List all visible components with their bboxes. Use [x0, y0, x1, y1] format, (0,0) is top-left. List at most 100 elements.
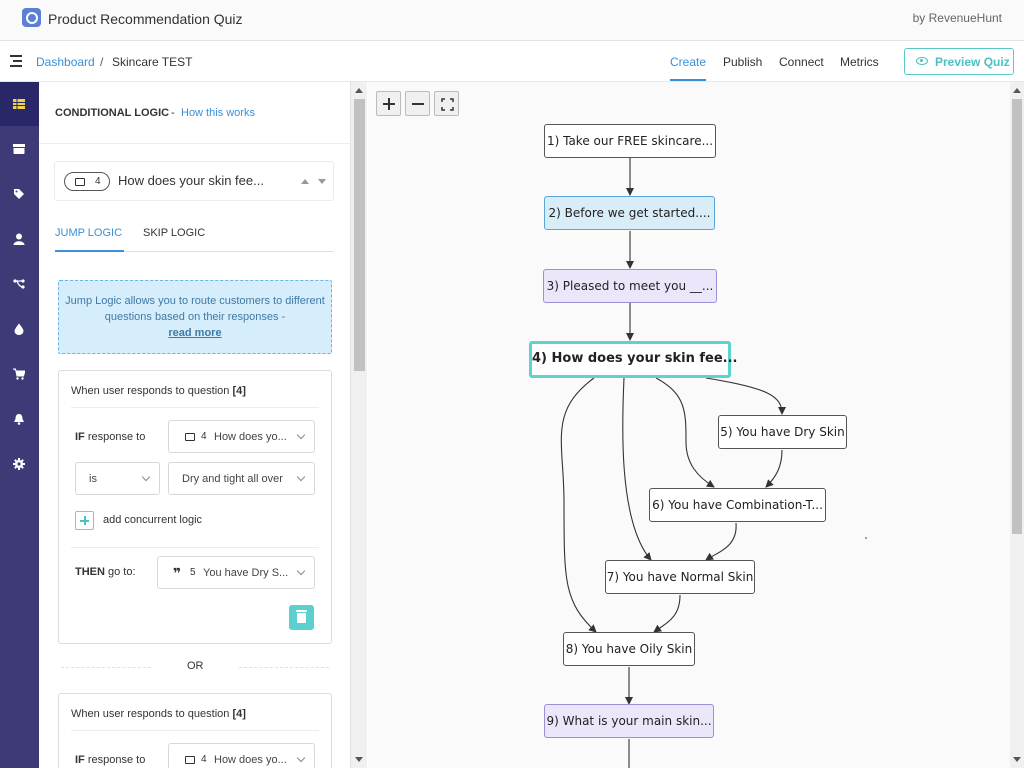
image-icon: [75, 178, 85, 186]
question-badge-number: 4: [95, 176, 101, 187]
flow-canvas[interactable]: 1) Take our FREE skincare... 2) Before w…: [368, 82, 1010, 768]
tab-create[interactable]: Create: [670, 55, 707, 81]
if-question-select[interactable]: 4 How does yo...: [168, 743, 315, 768]
flow-node-8[interactable]: 8) You have Oily Skin: [563, 632, 695, 666]
rule-heading: When user responds to question [4]: [71, 385, 246, 397]
sub-bar: Dashboard / Skincare TEST Create Publish…: [0, 41, 1024, 82]
rail-item-grid[interactable]: [0, 82, 39, 126]
or-line-right: [239, 667, 329, 668]
add-concurrent-logic-label[interactable]: add concurrent logic: [103, 514, 203, 526]
panel-scroll-thumb[interactable]: [354, 99, 365, 371]
rule-heading-text: When user responds to question: [71, 385, 230, 397]
how-this-works-link[interactable]: How this works: [181, 107, 255, 119]
next-question-icon[interactable]: [318, 179, 326, 184]
tabs-divider: [55, 251, 334, 252]
grid-icon: [13, 99, 25, 109]
question-selector[interactable]: 4 How does your skin fee...: [54, 161, 334, 201]
then-rest: go to:: [104, 566, 136, 578]
scroll-down-icon[interactable]: [355, 757, 363, 762]
fit-view-button[interactable]: [434, 91, 459, 116]
box-icon: [13, 144, 25, 154]
rule-heading-question-number: [4]: [232, 385, 246, 397]
if-question-select[interactable]: 4 How does yo...: [168, 420, 315, 453]
flow-node-2[interactable]: 2) Before we get started....: [544, 196, 715, 230]
rail-item-cart[interactable]: [0, 352, 39, 396]
info-text: Jump Logic allows you to route customers…: [65, 295, 325, 323]
jump-logic-info-box: Jump Logic allows you to route customers…: [58, 280, 332, 354]
edge-5-6: [765, 449, 783, 488]
chevron-down-icon: [141, 472, 151, 482]
then-label: THEN go to:: [75, 566, 136, 578]
if-rest: response to: [84, 431, 146, 443]
rail-item-bell[interactable]: [0, 397, 39, 441]
flow-node-6[interactable]: 6) You have Combination-T...: [649, 488, 826, 522]
or-line-left: [61, 667, 151, 668]
chevron-down-icon: [296, 753, 306, 763]
add-concurrent-logic-button[interactable]: [75, 511, 94, 530]
delete-rule-button[interactable]: [289, 605, 314, 630]
breadcrumb-dashboard[interactable]: Dashboard: [36, 55, 95, 69]
edge-4-5: [705, 377, 786, 415]
rail-item-flow[interactable]: [0, 262, 39, 306]
menu-toggle-icon[interactable]: [10, 55, 22, 67]
tag-icon: [14, 189, 24, 199]
panel-scrollbar[interactable]: [350, 82, 367, 768]
then-target-number: 5: [190, 567, 196, 578]
tab-connect[interactable]: Connect: [779, 55, 824, 69]
question-selector-text: How does your skin fee...: [118, 173, 264, 188]
tab-metrics[interactable]: Metrics: [840, 55, 879, 69]
then-target-select[interactable]: ❞ 5 You have Dry S...: [157, 556, 315, 589]
rail-item-box[interactable]: [0, 127, 39, 171]
scroll-up-icon[interactable]: [1013, 88, 1021, 93]
tab-publish[interactable]: Publish: [723, 55, 763, 69]
image-icon: [185, 433, 195, 441]
active-tab-underline: [55, 250, 124, 252]
or-divider: OR: [61, 660, 329, 674]
scroll-down-icon[interactable]: [1013, 757, 1021, 762]
flow-node-1[interactable]: 1) Take our FREE skincare...: [544, 124, 716, 158]
rail-item-user[interactable]: [0, 217, 39, 261]
canvas-scroll-thumb[interactable]: [1012, 99, 1022, 534]
panel-header: CONDITIONAL LOGIC - How this works: [39, 82, 350, 144]
app-logo: [22, 8, 41, 27]
or-label: OR: [187, 660, 204, 672]
canvas-dot: [865, 537, 867, 539]
flow-edges: [560, 158, 867, 768]
user-icon: [13, 233, 25, 245]
preview-quiz-button[interactable]: Preview Quiz: [904, 48, 1014, 75]
rail-item-tag[interactable]: [0, 172, 39, 216]
scroll-up-icon[interactable]: [355, 88, 363, 93]
rule-divider: [71, 407, 319, 408]
rail-item-drop[interactable]: [0, 307, 39, 351]
read-more-link[interactable]: read more: [168, 327, 222, 339]
chevron-down-icon: [296, 430, 306, 440]
preview-quiz-label: Preview Quiz: [935, 55, 1010, 69]
zoom-in-button[interactable]: [376, 91, 401, 116]
rule-divider: [71, 547, 319, 548]
edge-4-6: [655, 377, 715, 488]
chevron-down-icon: [296, 472, 306, 482]
if-question-text: How does yo...: [214, 754, 287, 766]
rule-heading: When user responds to question [4]: [71, 708, 246, 720]
if-keyword: IF: [75, 431, 85, 443]
panel-title: CONDITIONAL LOGIC: [55, 107, 170, 119]
edge-4-8: [560, 377, 597, 633]
app-title: Product Recommendation Quiz: [48, 11, 243, 27]
rail-item-settings[interactable]: [0, 442, 39, 486]
flow-node-5[interactable]: 5) You have Dry Skin: [718, 415, 847, 449]
operator-select[interactable]: is: [75, 462, 160, 495]
image-icon: [185, 756, 195, 764]
flow-node-3[interactable]: 3) Pleased to meet you __...: [543, 269, 717, 303]
tab-skip-logic[interactable]: SKIP LOGIC: [143, 227, 206, 239]
tab-jump-logic[interactable]: JUMP LOGIC: [55, 227, 123, 239]
cart-icon: [13, 368, 25, 380]
zoom-out-button[interactable]: [405, 91, 430, 116]
gear-icon: [13, 458, 25, 470]
previous-question-icon[interactable]: [301, 179, 309, 184]
canvas-scrollbar[interactable]: [1010, 82, 1024, 768]
if-question-text: How does yo...: [214, 431, 287, 443]
answer-select[interactable]: Dry and tight all over: [168, 462, 315, 495]
flow-node-4[interactable]: 4) How does your skin fee...: [529, 341, 738, 378]
flow-node-7[interactable]: 7) You have Normal Skin: [605, 560, 755, 594]
flow-node-9[interactable]: 9) What is your main skin...: [544, 704, 714, 738]
